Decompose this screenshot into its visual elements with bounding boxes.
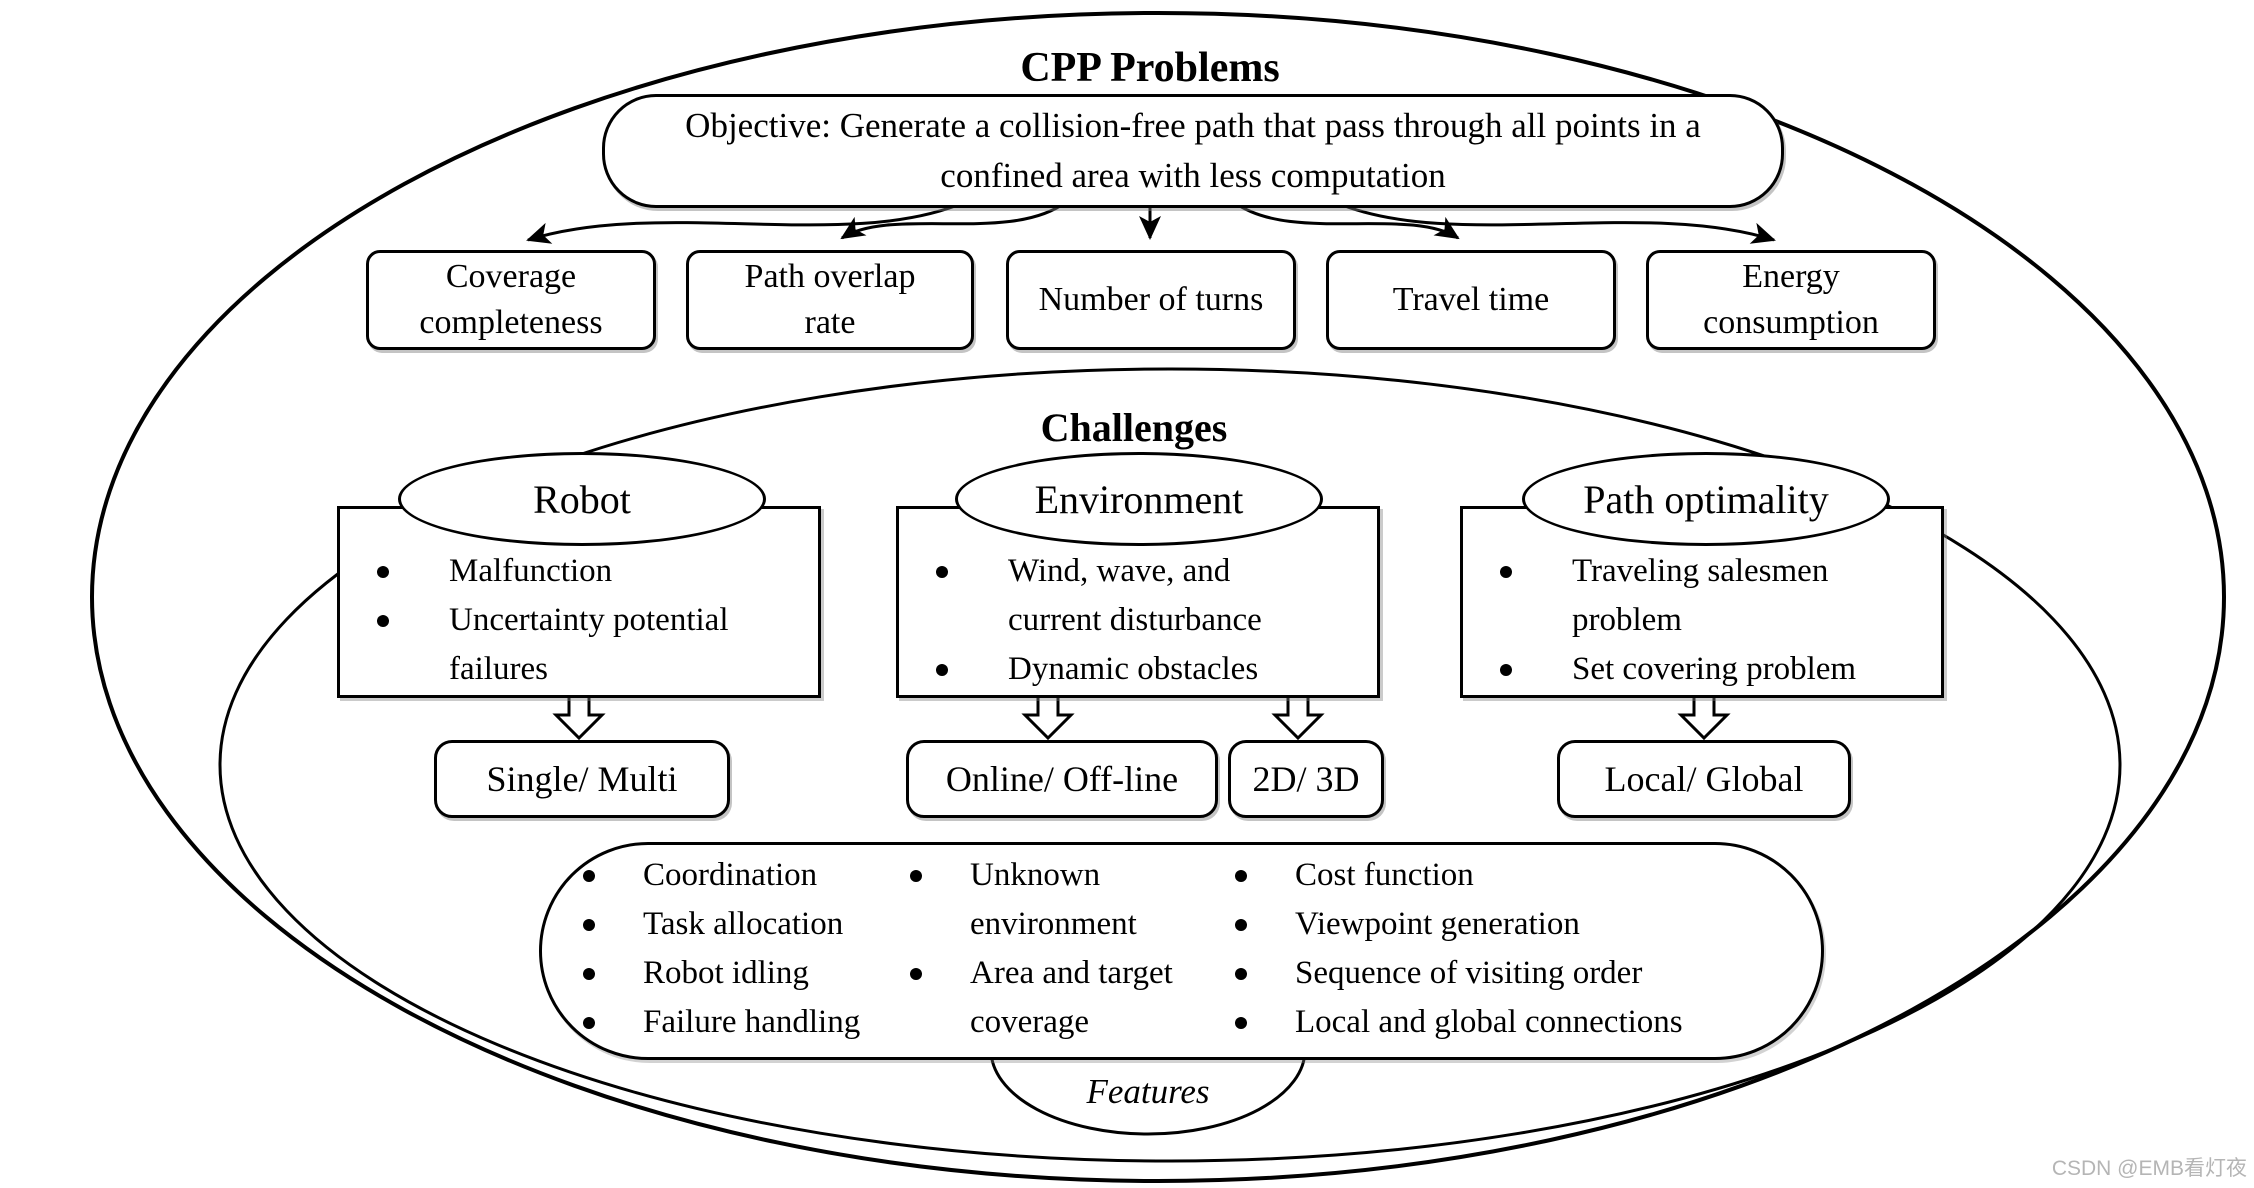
challenges-title: Challenges [1040, 405, 1228, 450]
objective-text: Objective: Generate a collision-free pat… [685, 106, 1701, 195]
metric-box-coverage-completeness: Coverage completeness [366, 250, 656, 350]
challenges-boundary-ellipse [218, 367, 2122, 1163]
mode-label: 2D/ 3D [1252, 759, 1360, 799]
list-item: Viewpoint generation [1235, 900, 1815, 949]
list-item: Robot idling [583, 949, 933, 998]
metric-label: Number of turns [1038, 281, 1264, 318]
environment-item-list: Wind, wave, and current disturbance Dyna… [936, 547, 1288, 694]
list-item: Sequence of visiting order [1235, 949, 1815, 998]
robot-item-list: Malfunction Uncertainty potential failur… [377, 547, 759, 694]
list-item: Uncertainty potential failures [377, 596, 759, 694]
list-item: Local and global connections [1235, 998, 1815, 1047]
metric-label: Travel time [1392, 281, 1550, 318]
metric-box-path-overlap-rate: Path overlap rate [686, 250, 974, 350]
group-label: Environment [1034, 476, 1244, 522]
mode-box-2d-3d: 2D/ 3D [1228, 740, 1384, 818]
mode-label: Online/ Off-line [945, 759, 1179, 799]
metric-box-travel-time: Travel time [1326, 250, 1616, 350]
mode-box-local-global: Local/ Global [1557, 740, 1851, 818]
list-item: Set covering problem [1500, 645, 1940, 694]
list-item: Task allocation [583, 900, 933, 949]
metric-label: Path overlap rate [744, 258, 916, 341]
metric-box-energy-consumption: Energy consumption [1646, 250, 1936, 350]
features-ellipse-label: Features [1086, 1072, 1210, 1111]
group-label: Robot [533, 476, 631, 522]
list-item: Area and target coverage [910, 949, 1195, 1047]
features-column-1: Coordination Task allocation Robot idlin… [583, 851, 933, 1047]
robot-ellipse-label: Robot [398, 452, 766, 546]
group-label: Path optimality [1583, 476, 1829, 522]
objective-box: Objective: Generate a collision-free pat… [602, 94, 1784, 208]
list-item: Coordination [583, 851, 933, 900]
list-item: Dynamic obstacles [936, 645, 1288, 694]
mode-box-online-offline: Online/ Off-line [906, 740, 1218, 818]
list-item: Failure handling [583, 998, 933, 1047]
list-item: Malfunction [377, 547, 759, 596]
arrow-to-travel [1233, 200, 1460, 240]
block-arrow-online [1021, 693, 1075, 741]
path-optimality-item-list: Traveling salesmen problem Set covering … [1500, 547, 1940, 694]
block-arrow-2d3d [1271, 693, 1325, 741]
metric-box-number-of-turns: Number of turns [1006, 250, 1296, 350]
path-optimality-ellipse-label: Path optimality [1522, 452, 1890, 546]
watermark-text: CSDN @EMB看灯夜 [2051, 1157, 2247, 1180]
metric-label: Energy consumption [1703, 258, 1879, 341]
metric-label: Coverage completeness [419, 258, 603, 341]
arrow-to-coverage [526, 200, 966, 244]
environment-ellipse-label: Environment [955, 452, 1323, 546]
mode-label: Local/ Global [1604, 759, 1804, 799]
mode-label: Single/ Multi [486, 759, 678, 799]
block-arrow-localglobal [1677, 693, 1731, 741]
list-item: Cost function [1235, 851, 1815, 900]
outer-boundary-ellipse [90, 11, 2226, 1183]
page-title: CPP Problems [1020, 45, 1280, 91]
features-column-2: Unknown environment Area and target cove… [910, 851, 1195, 1047]
block-arrow-robot [552, 693, 606, 741]
mode-box-single-multi: Single/ Multi [434, 740, 730, 818]
arrow-to-overlap [840, 200, 1067, 240]
list-item: Traveling salesmen problem [1500, 547, 1940, 645]
arrow-to-energy [1334, 200, 1776, 244]
features-column-3: Cost function Viewpoint generation Seque… [1235, 851, 1815, 1047]
list-item: Unknown environment [910, 851, 1195, 949]
list-item: Wind, wave, and current disturbance [936, 547, 1288, 645]
